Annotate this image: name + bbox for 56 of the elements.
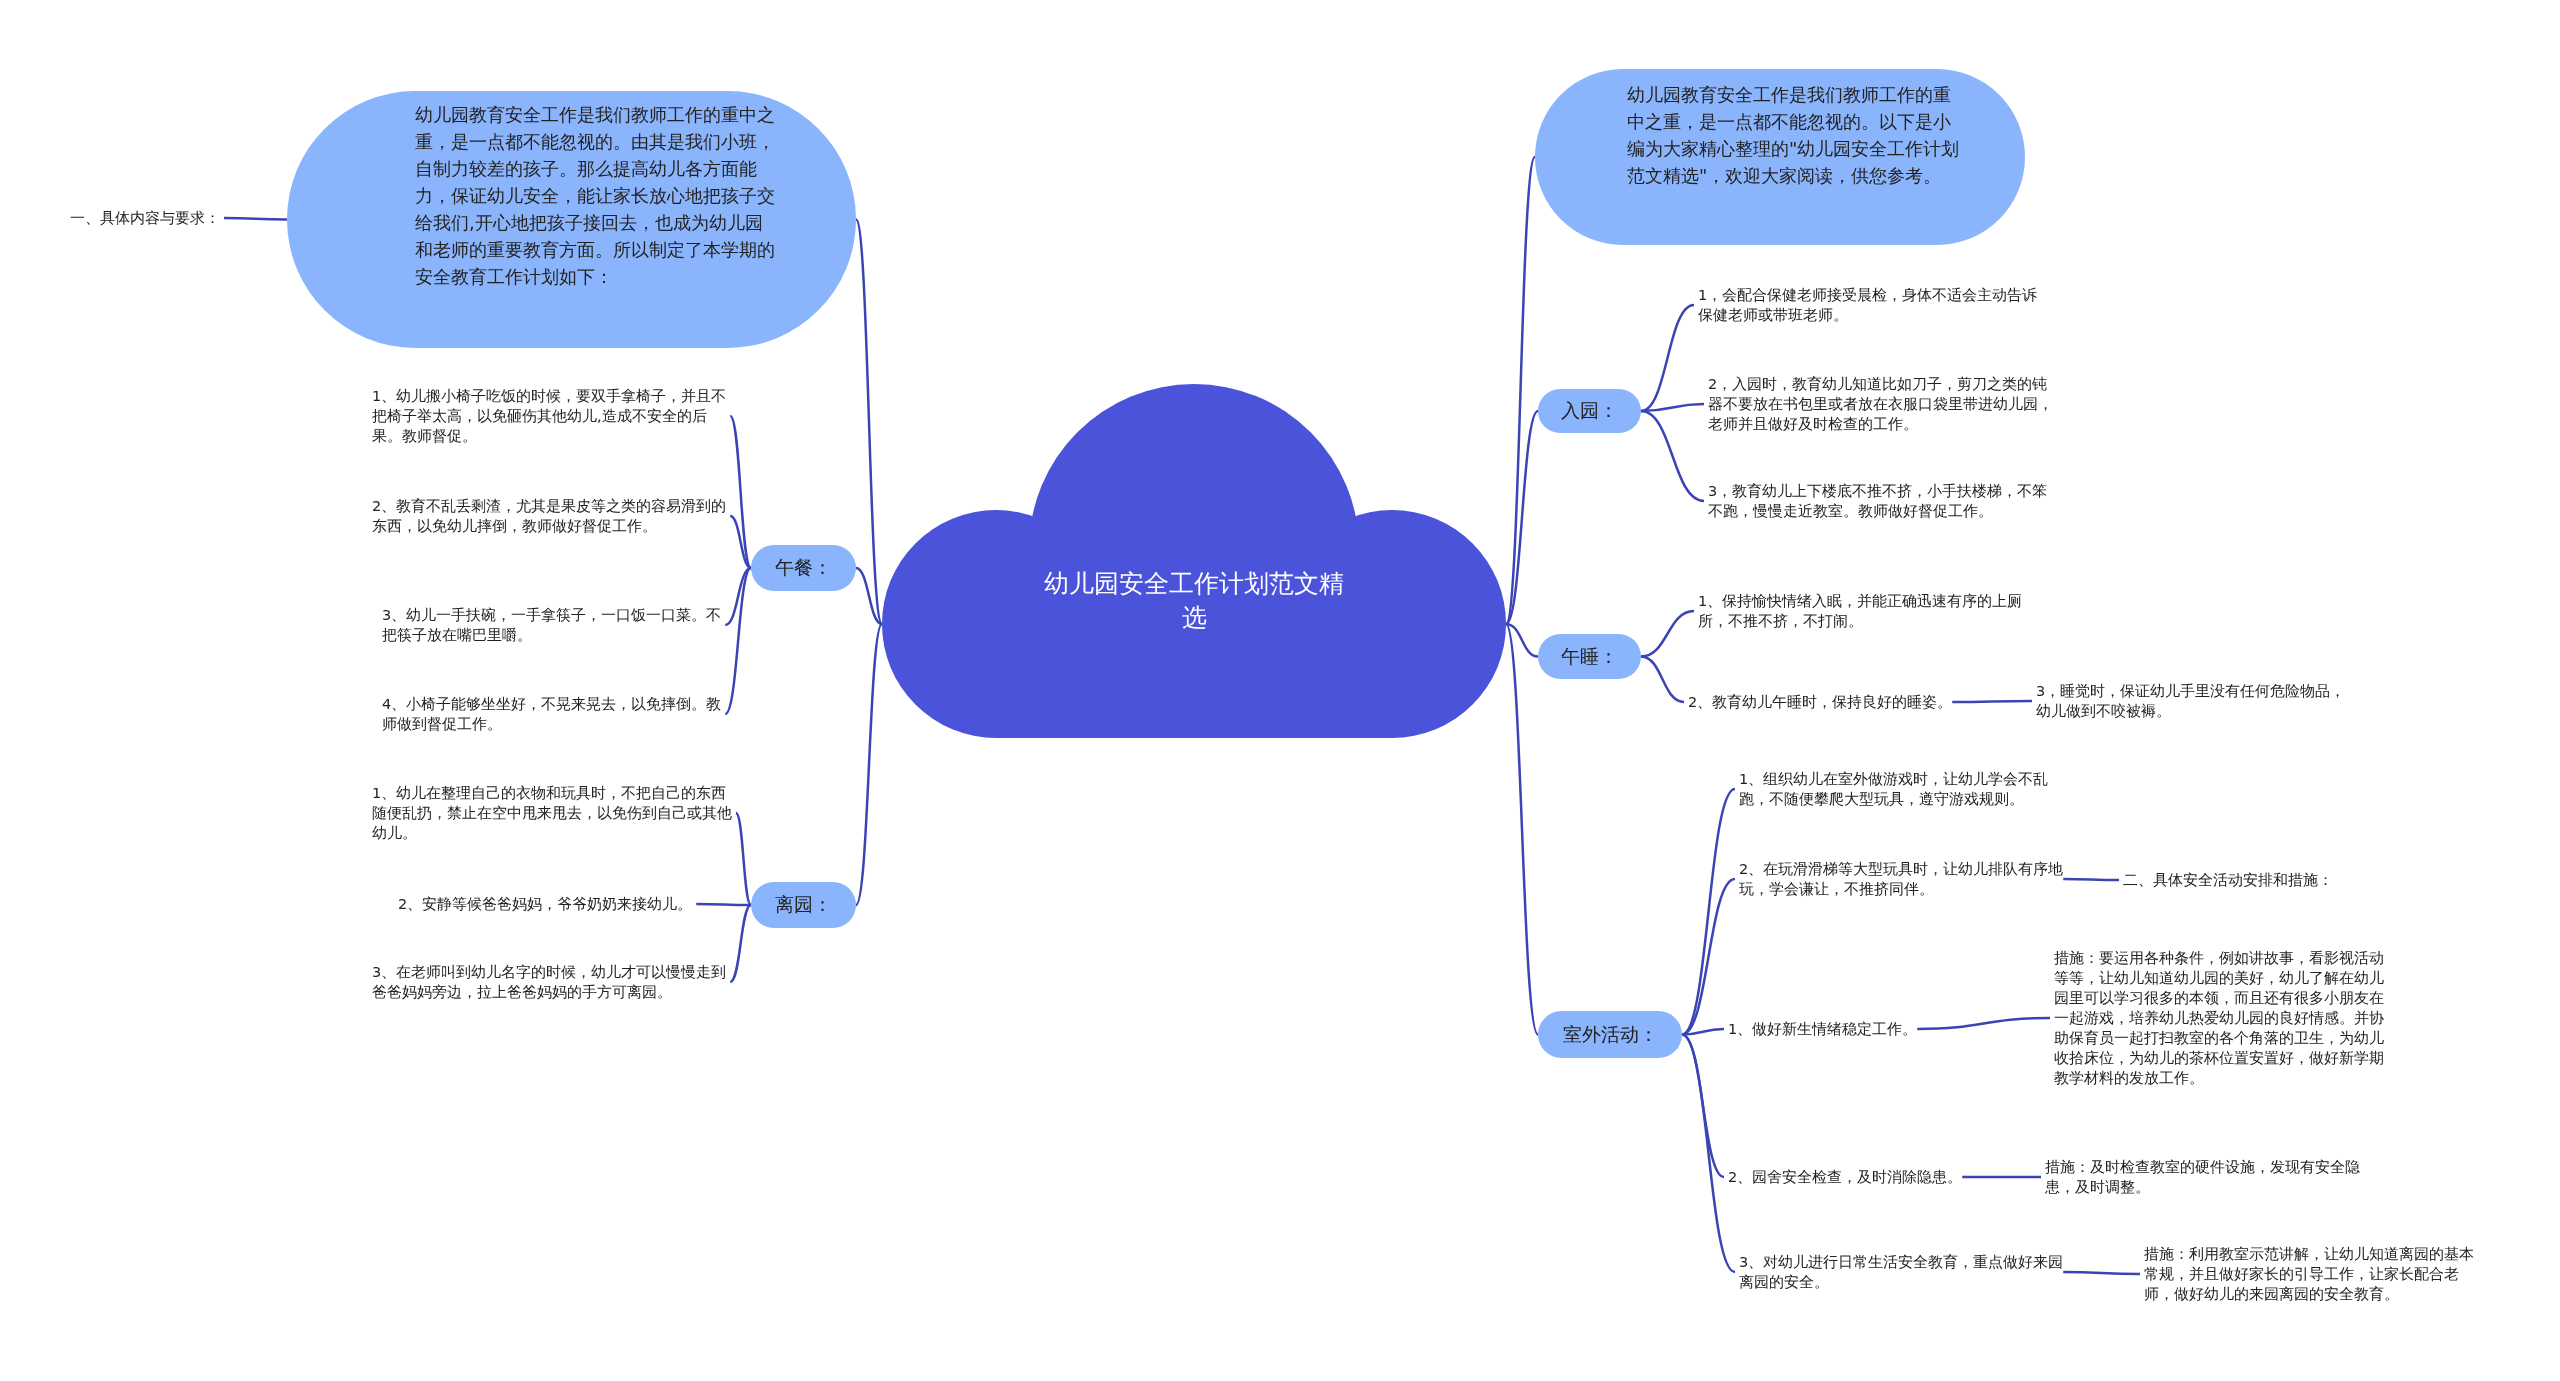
item-text: 2、教育幼儿午睡时，保持良好的睡姿。 — [1688, 692, 1978, 712]
connector-line — [724, 566, 752, 627]
item-text: 二、具体安全活动安排和措施： — [2123, 870, 2363, 890]
connector-line — [729, 903, 752, 984]
connector-line — [854, 219, 884, 625]
connector-line — [1962, 1175, 2041, 1179]
item-text: 3、在老师叫到幼儿名字的时候，幼儿才可以慢慢走到爸爸妈妈旁边，拉上爸爸妈妈的手方可离园。 — [372, 962, 734, 1002]
item-text: 3，睡觉时，保证幼儿手里没有任何危险物品，幼儿做到不咬被褥。 — [2036, 681, 2356, 721]
connector-line — [1681, 788, 1736, 1036]
topic-pill: 午餐： — [751, 545, 856, 591]
item-text: 措施：及时检查教室的硬件设施，发现有安全隐患，及时调整。 — [2045, 1157, 2375, 1197]
connector-line — [1681, 1033, 1736, 1273]
item-text: 3、幼儿一手扶碗，一手拿筷子，一口饭一口菜。不把筷子放在嘴巴里嚼。 — [382, 605, 734, 645]
item-text: 2、教育不乱丢剩渣，尤其是果皮等之类的容易滑到的东西，以免幼儿摔倒，教师做好督促工作。 — [372, 496, 734, 536]
item-text: 3，教育幼儿上下楼底不推不挤，小手扶楼梯，不笨不跑，慢慢走近教室。教师做好督促工作。 — [1708, 481, 2053, 521]
connector-line — [1504, 623, 1540, 1035]
connector-line — [1952, 699, 2032, 704]
item-text: 2，入园时，教育幼儿知道比如刀子，剪刀之类的钝器不要放在书包里或者放在衣服口袋里带进幼儿园，老师并且做好及时检查的工作。 — [1708, 374, 2053, 434]
item-text: 2、园舍安全检查，及时消除隐患。 — [1728, 1167, 1978, 1187]
item-text: 2、安静等候爸爸妈妈，爷爷奶奶来接幼儿。 — [398, 894, 734, 914]
connector-line — [2063, 877, 2119, 882]
connector-line — [729, 514, 752, 570]
connector-line — [854, 623, 884, 906]
connector-line — [1640, 655, 1685, 704]
connector-line — [729, 415, 752, 569]
intro-bubble: 幼儿园教育安全工作是我们教师工作的重中之重，是一点都不能忽视的。由其是我们小班，自制力较差的孩子。那么提高幼儿各方面能力，保证幼儿安全，能让家长放心地把孩子交给我们,开心地把孩子接回去，也成为幼儿园和老师的重要教育方面。所以制定了本学期的安全教育工作计划如下： — [287, 91, 856, 348]
item-text: 1、幼儿在整理自己的衣物和玩具时，不把自己的东西随便乱扔，禁止在空中甩来甩去，以免伤到自己或其他幼儿。 — [372, 783, 734, 843]
connector-line — [224, 216, 287, 221]
connector-line — [724, 567, 752, 715]
topic-pill: 午睡： — [1538, 634, 1641, 679]
item-text: 1、组织幼儿在室外做游戏时，让幼儿学会不乱跑，不随便攀爬大型玩具，遵守游戏规则。 — [1739, 769, 2064, 809]
item-text: 1、幼儿搬小椅子吃饭的时候，要双手拿椅子，并且不把椅子举太高，以免砸伤其他幼儿,造成不安全的后果。教师督促。 — [372, 386, 734, 446]
connector-line — [1917, 1016, 2050, 1031]
item-text: 2、在玩滑滑梯等大型玩具时，让幼儿排队有序地玩，学会谦让，不推挤同伴。 — [1739, 859, 2064, 899]
item-text: 措施：要运用各种条件，例如讲故事，看影视活动等等，让幼儿知道幼儿园的美好，幼儿了解在幼儿园里可以学习很多的本领，而且还有很多小朋友在一起游戏，培养幼儿热爱幼儿园的良好情感。并协助保育员一起打扫教室的各个角落的卫生，为幼儿收拾床位，为幼儿的茶杯位置安置好，做好新学期教学材料的发放工作。 — [2054, 948, 2384, 1088]
intro-bubble: 幼儿园教育安全工作是我们教师工作的重中之重，是一点都不能忽视的。以下是小编为大家精心整理的"幼儿园安全工作计划范文精选"，欢迎大家阅读，供您参考。 — [1535, 69, 2025, 245]
connector-line — [735, 812, 752, 906]
connector-line — [1505, 410, 1539, 625]
item-text: 4、小椅子能够坐坐好，不晃来晃去，以免摔倒。教师做到督促工作。 — [382, 694, 734, 734]
central-topic-title: 幼儿园安全工作计划范文精选 — [1044, 568, 1344, 634]
item-text: 措施：利用教室示范讲解，让幼儿知道离园的基本常规，并且做好家长的引导工作，让家长配合老师，做好幼儿的来园离园的安全教育。 — [2144, 1244, 2474, 1304]
connector-line — [696, 902, 751, 907]
topic-pill: 入园： — [1538, 389, 1641, 433]
connector-line — [855, 566, 883, 626]
item-text: 1、保持愉快情绪入眠，并能正确迅速有序的上厕所，不推不挤，不打闹。 — [1698, 591, 2038, 631]
connector-line — [1505, 622, 1539, 658]
item-text: 一、具体内容与要求： — [70, 208, 240, 228]
topic-pill: 离园： — [751, 882, 856, 928]
connector-line — [2063, 1270, 2140, 1276]
topic-pill: 室外活动： — [1538, 1011, 1682, 1058]
connector-line — [1640, 609, 1695, 658]
connector-line — [1640, 303, 1695, 413]
item-text: 3、对幼儿进行日常生活安全教育，重点做好来园离园的安全。 — [1739, 1252, 2069, 1292]
connector-line — [1640, 409, 1705, 503]
item-text: 1，会配合保健老师接受晨检，身体不适会主动告诉保健老师或带班老师。 — [1698, 285, 2038, 325]
item-text: 1、做好新生情绪稳定工作。 — [1728, 1019, 1940, 1039]
